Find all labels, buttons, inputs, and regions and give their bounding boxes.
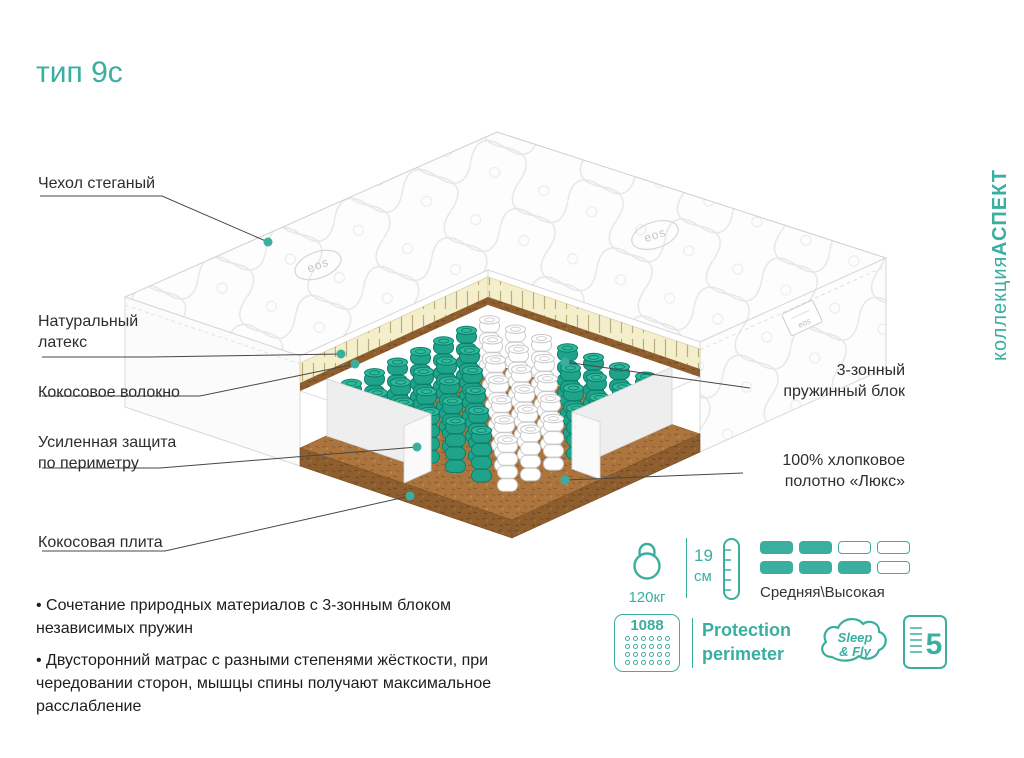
warranty-icon: 5 <box>903 615 947 669</box>
svg-text:5: 5 <box>926 628 943 661</box>
firmness-pill <box>877 561 910 574</box>
spring-count-badge: 1088 <box>614 614 680 672</box>
brand-cloud-logo: Sleep & Fly <box>821 618 887 662</box>
firmness-pill <box>760 561 793 574</box>
max-weight-spec: 120кг <box>612 536 682 606</box>
svg-text:Sleep: Sleep <box>838 630 873 645</box>
label-coco-plate: Кокосовая плита <box>38 534 163 551</box>
spec-divider <box>686 538 687 598</box>
leader-lines <box>40 195 751 552</box>
leader-dot-cotton <box>560 475 570 485</box>
label-perimeter: Усиленная защита по периметру <box>38 434 177 472</box>
leader-line-coco-fiber <box>42 363 356 397</box>
protection-perimeter-label: Protection perimeter <box>702 620 792 664</box>
leader-line-springs <box>564 361 751 389</box>
leader-dot-springs <box>560 357 570 367</box>
firmness-pill <box>838 541 871 554</box>
firmness-scale-bottom <box>760 561 916 581</box>
label-cotton: 100% хлопковое полотно «Люкс» <box>782 452 905 490</box>
leader-line-latex <box>42 353 342 358</box>
page-title: тип 9с <box>36 56 123 89</box>
brand-tag: eos <box>781 300 823 336</box>
svg-text:eos: eos <box>642 225 668 245</box>
fabric-logo-stamp: eos <box>631 219 679 251</box>
feature-list: • Сочетание природных материалов с 3-зон… <box>36 594 528 727</box>
svg-text:& Fly: & Fly <box>839 644 872 659</box>
firmness-pill <box>877 541 910 554</box>
label-latex: Натуральный латекс <box>38 313 139 351</box>
height-ruler-icon <box>723 538 740 600</box>
label-coco-fiber: Кокосовое волокно <box>38 384 180 401</box>
collection-label: коллекция АСПЕКТ <box>989 105 1012 425</box>
firmness-pill <box>799 541 832 554</box>
firmness-pill <box>760 541 793 554</box>
layer-cut-edges <box>299 269 701 391</box>
leader-line-cotton <box>564 472 744 481</box>
feature-item: • Сочетание природных материалов с 3-зон… <box>36 597 452 637</box>
coconut-fiber-edge <box>300 297 488 391</box>
firmness-label: Средняя\Высокая <box>760 584 885 601</box>
leader-line-perimeter <box>42 446 418 469</box>
leader-dots <box>263 237 570 501</box>
coconut-fiber-edge <box>488 297 700 377</box>
perimeter-foam-right <box>570 366 702 480</box>
feature-item: • Двусторонний матрас с разными степеням… <box>36 652 492 715</box>
leader-dot-latex <box>336 349 346 359</box>
mattress-right-side: eos <box>699 257 887 453</box>
firmness-scale-top <box>760 541 916 561</box>
spec-divider <box>692 618 693 668</box>
leader-dot-cover <box>263 237 273 247</box>
height-value: 19 <box>694 546 713 565</box>
leader-line-cover <box>40 195 269 243</box>
kettlebell-icon <box>633 542 661 580</box>
max-weight-value: 120кг <box>628 589 666 606</box>
label-cover: Чехол стеганый <box>38 175 156 192</box>
collection-name: АСПЕКТ <box>989 168 1011 256</box>
spring-count-value: 1088 <box>630 617 664 634</box>
firmness-pill <box>838 561 871 574</box>
leader-line-plate <box>42 495 411 552</box>
label-spring-block: 3-зонный пружинный блок <box>783 362 905 400</box>
firmness-indicator <box>760 541 916 581</box>
leader-dot-coco-fiber <box>350 359 360 369</box>
leader-dot-plate <box>405 491 415 501</box>
height-unit: см <box>694 568 712 585</box>
firmness-pill <box>799 561 832 574</box>
collection-prefix: коллекция <box>989 255 1011 362</box>
leader-dot-perimeter <box>412 442 422 452</box>
spring-dots-icon <box>615 634 679 665</box>
